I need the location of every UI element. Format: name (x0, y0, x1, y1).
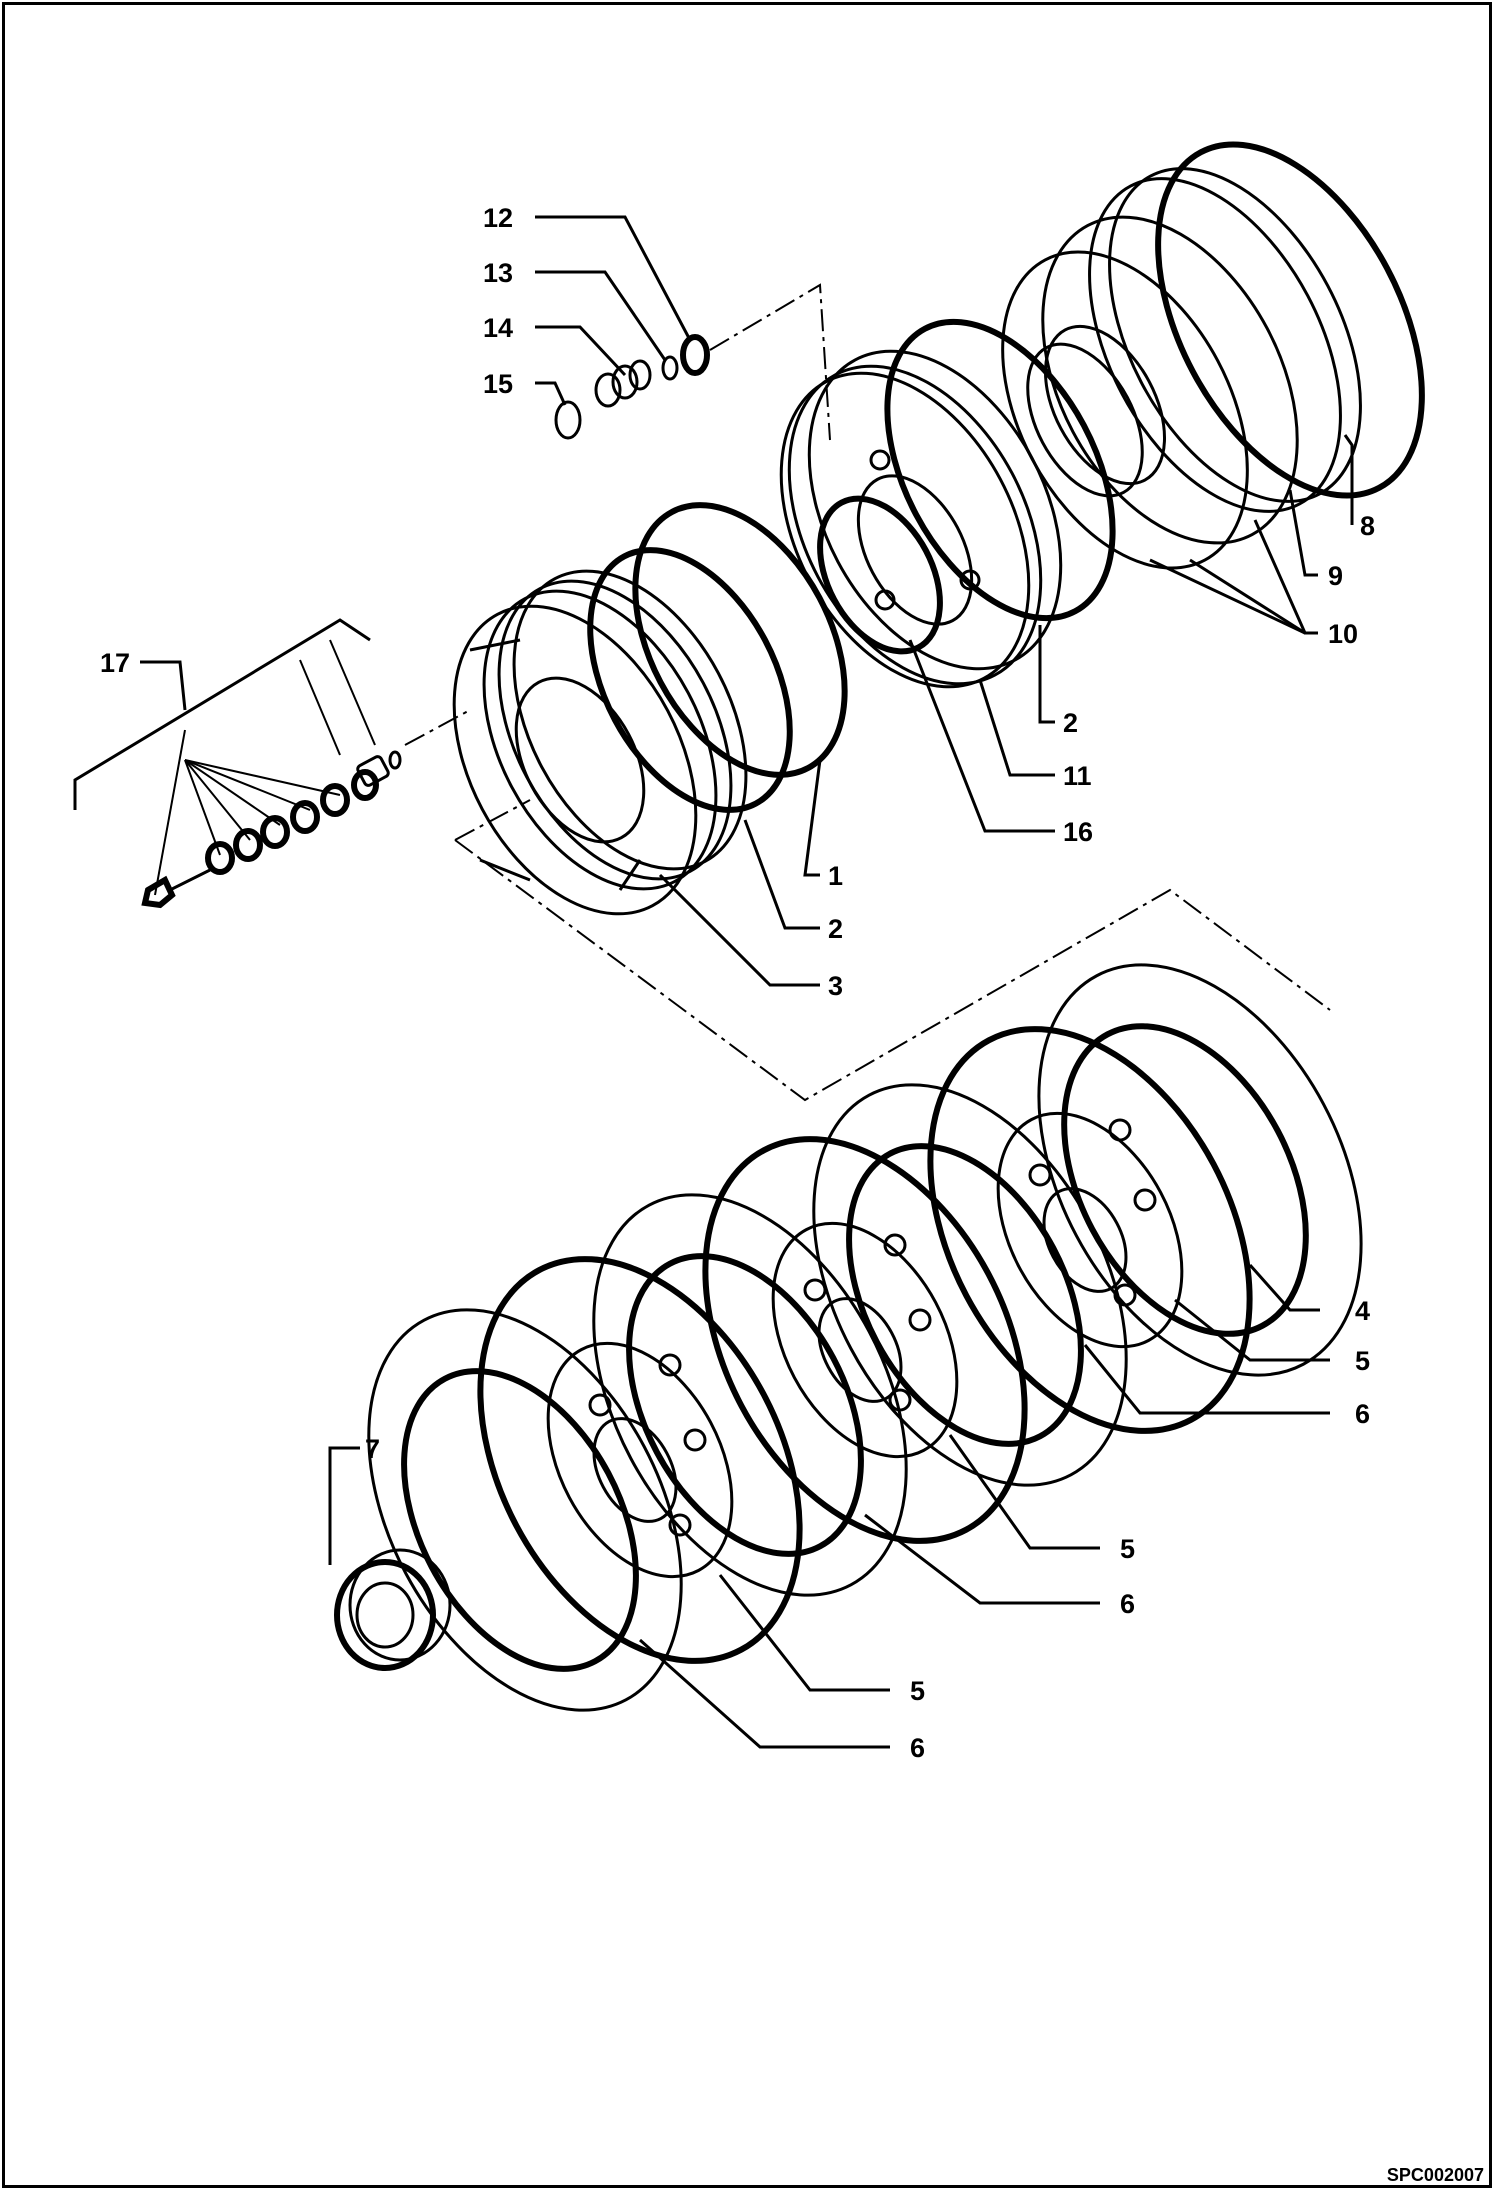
part-1-2-o-rings (587, 502, 848, 813)
callout-7: 7 (365, 1434, 380, 1464)
part-6-steel-plate-right (812, 1083, 1128, 1487)
callout-5-left: 5 (910, 1676, 925, 1706)
part-6-steel-plate-left (367, 1308, 683, 1712)
drawing-code: SPC002007 (1386, 2165, 1484, 2185)
part-11-piston (779, 349, 1063, 689)
part-5-friction-disc-middle (702, 1136, 1028, 1544)
callout-12: 16 (1063, 817, 1093, 847)
valve-parts-13-16 (554, 334, 710, 440)
callout-13: 12 (483, 203, 513, 233)
callout-15: 14 (483, 313, 513, 343)
callout-1: 1 (828, 861, 843, 891)
part-3-housing (452, 569, 748, 916)
callout-16: 15 (483, 369, 513, 399)
callout-5-right: 5 (1355, 1346, 1370, 1376)
callout-6-left: 6 (910, 1733, 925, 1763)
callout-2-middle: 2 (828, 914, 843, 944)
callout-labels: 12 13 14 15 17 8 9 10 2 11 16 1 2 3 4 5 … (100, 203, 1375, 1763)
callout-3: 3 (828, 971, 843, 1001)
callout-11: 11 (1063, 761, 1092, 791)
callout-4: 4 (1355, 1296, 1370, 1326)
part-8-snap-ring (1155, 141, 1425, 499)
part-6-steel-plate-middle (592, 1193, 908, 1597)
callout-10: 10 (1328, 619, 1358, 649)
callout-9: 9 (1328, 561, 1343, 591)
part-7-splined-hub (334, 1548, 452, 1671)
callout-14: 13 (483, 258, 513, 288)
callout-2-right: 2 (1063, 708, 1078, 738)
part-2-o-ring-right (884, 318, 1116, 622)
centerlines-upper (404, 283, 1331, 1102)
callout-8: 8 (1360, 511, 1375, 541)
callout-6-middle: 6 (1120, 1589, 1135, 1619)
part-5-friction-disc-right (927, 1026, 1253, 1434)
callout-17: 17 (100, 648, 130, 678)
leader-lines (140, 215, 1354, 1749)
callout-5-middle: 5 (1120, 1534, 1135, 1564)
part-17-bolt-assembly (73, 618, 402, 909)
part-5-friction-disc-left (477, 1256, 803, 1664)
callout-6-right: 6 (1355, 1399, 1370, 1429)
